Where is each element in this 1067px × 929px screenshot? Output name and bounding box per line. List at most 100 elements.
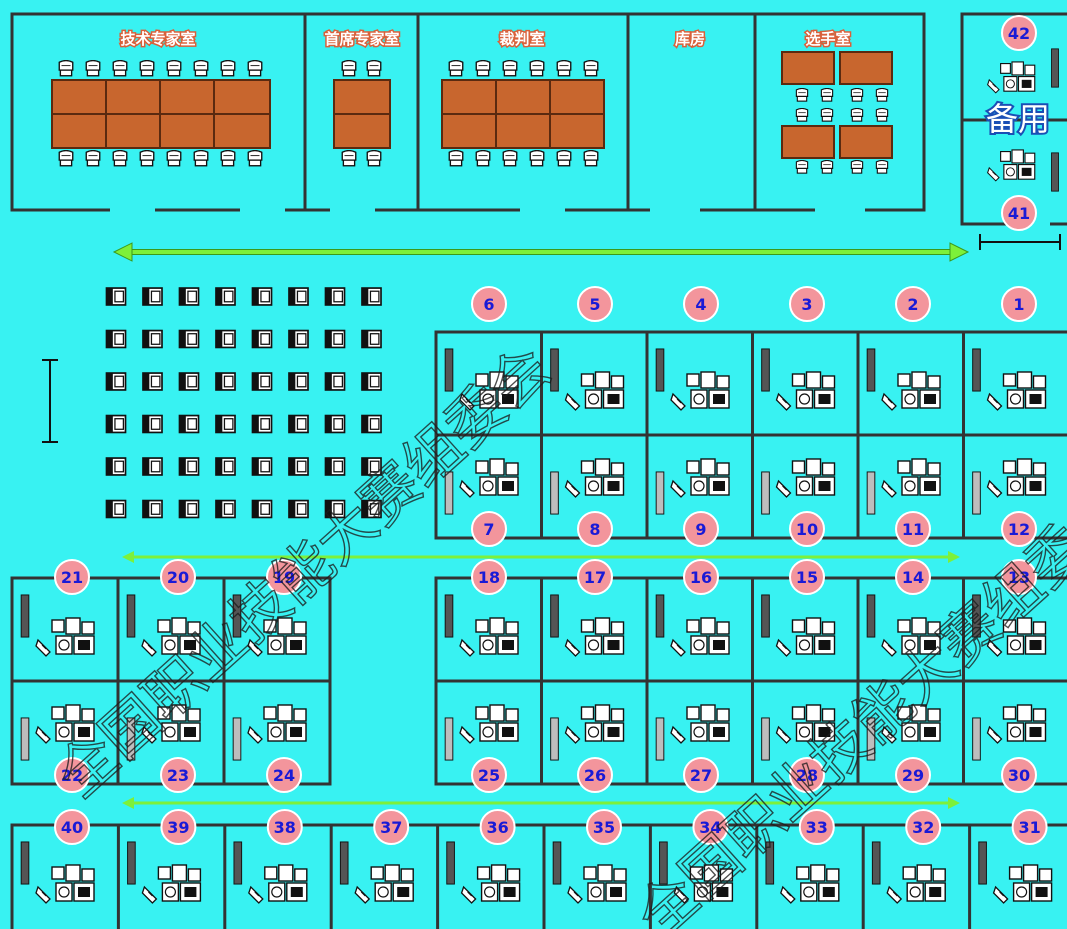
badge-circle xyxy=(1001,15,1037,51)
badge-number: 17 xyxy=(584,568,606,587)
station-number-badge: 16 xyxy=(683,559,719,595)
station-number-badge: 2 xyxy=(895,286,931,322)
badge-number: 1 xyxy=(1013,295,1024,314)
badge-number: 7 xyxy=(483,520,494,539)
audience-seat-icon xyxy=(142,372,163,391)
badge-number: 36 xyxy=(486,818,508,837)
station-number-badge: 8 xyxy=(577,511,613,547)
station-number-badge: 10 xyxy=(789,511,825,547)
badge-circle xyxy=(1001,511,1037,547)
badge-number: 13 xyxy=(1008,568,1030,587)
room-label-referee: 裁判室 xyxy=(499,30,544,48)
station-number-badge: 20 xyxy=(160,559,196,595)
station-number-badge: 29 xyxy=(895,757,931,793)
chair-icon xyxy=(166,150,182,167)
room-label-contestant: 选手室 xyxy=(805,30,850,48)
badge-circle xyxy=(54,809,90,845)
badge-circle xyxy=(683,286,719,322)
station-number-badge: 31 xyxy=(1011,809,1048,845)
badge-number: 6 xyxy=(483,295,494,314)
chair-icon xyxy=(795,88,809,102)
audience-seat-icon xyxy=(178,372,200,391)
audience-seat-icon xyxy=(215,414,236,434)
chair-icon xyxy=(247,150,263,167)
badge-circle xyxy=(373,809,410,845)
badge-circle xyxy=(160,809,197,845)
chair-icon xyxy=(139,60,155,77)
station-number-badge: 41 xyxy=(1001,195,1037,231)
cabinet-icon xyxy=(232,717,242,761)
audience-seat-icon xyxy=(324,329,346,349)
badge-circle xyxy=(54,757,90,793)
room-label-chief-expert: 首席专家室 xyxy=(324,30,399,48)
contestant-tables xyxy=(781,51,893,159)
cabinet-icon xyxy=(552,841,562,885)
badge-number: 28 xyxy=(796,766,818,785)
audience-seat-icon xyxy=(105,414,127,434)
cabinet-icon xyxy=(655,594,665,638)
badge-number: 35 xyxy=(593,818,615,837)
cabinet-icon xyxy=(550,717,559,761)
chair-icon xyxy=(475,150,491,167)
station-number-badge: 5 xyxy=(577,286,613,322)
badge-circle xyxy=(683,757,719,793)
station-number-badge: 17 xyxy=(577,559,613,595)
badge-number: 23 xyxy=(167,766,189,785)
badge-number: 11 xyxy=(902,520,924,539)
spare-label: 备用 xyxy=(986,100,1050,138)
badge-circle xyxy=(895,757,931,793)
badge-number: 41 xyxy=(1008,204,1030,223)
badge-number: 27 xyxy=(690,766,712,785)
chair-icon xyxy=(529,60,545,77)
badge-number: 39 xyxy=(167,818,189,837)
chair-icon xyxy=(112,60,128,77)
badge-circle xyxy=(160,757,196,793)
badge-number: 37 xyxy=(380,818,402,837)
audience-seat-icon xyxy=(288,329,309,349)
badge-circle xyxy=(577,757,613,793)
cabinet-icon xyxy=(550,594,559,638)
chair-icon xyxy=(220,150,236,167)
station-number-badge: 3 xyxy=(789,286,825,322)
station-number-badge: 38 xyxy=(266,809,303,845)
station-number-badge: 13 xyxy=(1001,559,1037,595)
audience-seat-icon xyxy=(142,329,163,349)
badge-number: 24 xyxy=(273,766,295,785)
chair-icon xyxy=(556,150,572,167)
cabinet-icon xyxy=(20,594,30,638)
audience-seat-icon xyxy=(324,287,346,306)
chair-icon xyxy=(875,108,889,122)
badge-circle xyxy=(1001,757,1037,793)
badge-number: 21 xyxy=(61,568,83,587)
badge-number: 12 xyxy=(1008,520,1030,539)
corridor-arrow-middle xyxy=(122,551,960,563)
station-number-badge: 37 xyxy=(373,809,410,845)
cabinet-icon xyxy=(761,348,770,392)
badge-number: 38 xyxy=(274,818,296,837)
badge-circle xyxy=(586,809,622,845)
station-number-badge: 19 xyxy=(266,559,302,595)
station-number-badge: 9 xyxy=(683,511,719,547)
room-label-storage: 库房 xyxy=(675,30,705,48)
cabinet-icon xyxy=(972,471,981,515)
audience-seat-icon xyxy=(215,329,236,349)
audience-seat-icon xyxy=(251,329,273,349)
audience-seat-icon xyxy=(324,414,346,434)
meeting-table-chief xyxy=(333,79,391,149)
chair-icon xyxy=(220,60,236,77)
chair-icon xyxy=(875,160,889,174)
audience-seat-icon xyxy=(105,372,127,391)
audience-seat-icon xyxy=(105,457,127,476)
chair-icon xyxy=(875,88,889,102)
badge-circle xyxy=(1011,809,1048,845)
station-number-badge: 22 xyxy=(54,757,90,793)
audience-seat-icon xyxy=(105,499,127,519)
cabinet-icon xyxy=(446,841,455,885)
chair-icon xyxy=(58,150,74,167)
badge-number: 42 xyxy=(1008,24,1030,43)
badge-number: 20 xyxy=(167,568,189,587)
chair-icon xyxy=(366,150,382,167)
badge-circle xyxy=(471,286,507,322)
cabinet-icon xyxy=(444,594,454,638)
audience-seat-icon xyxy=(288,414,309,434)
